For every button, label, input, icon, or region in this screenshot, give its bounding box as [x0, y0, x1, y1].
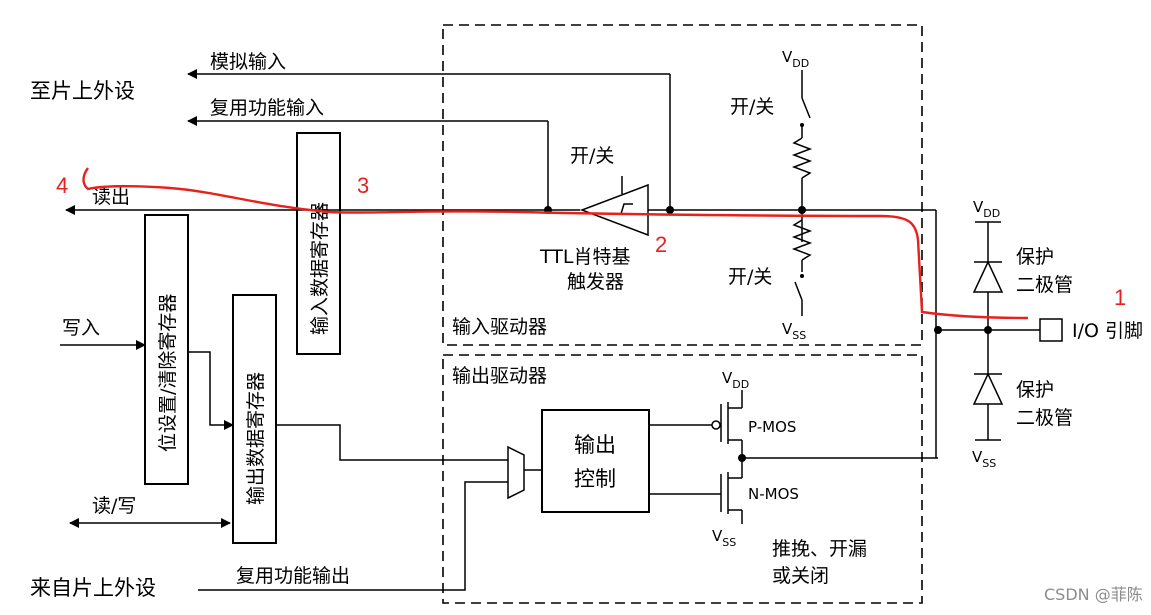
multiplexer: [507, 445, 525, 500]
output-driver-box: [442, 354, 923, 604]
switch-contact: [800, 274, 804, 278]
odr-to-mux-line: [276, 424, 508, 461]
io-pin-box: [1039, 318, 1063, 342]
pullup-resistor: [791, 137, 813, 179]
ttl-trigger-label-2: 触发器: [567, 271, 624, 293]
protect-upper-label-2: 二极管: [1016, 274, 1073, 296]
analog-input-label: 模拟输入: [210, 51, 286, 73]
junction-dot: [666, 206, 674, 214]
output-data-register-label: 输出数据寄存器: [245, 372, 267, 505]
ttl-trigger-label-1: TTL肖特基: [539, 246, 630, 268]
vdd-pmos-label: VDD: [722, 369, 749, 391]
pulldown-on-off-label: 开/关: [728, 266, 772, 288]
watermark: CSDN @菲陈: [1044, 585, 1143, 604]
output-control-block: [541, 409, 650, 513]
pullup-switch: [801, 97, 811, 119]
pulldown-switch: [794, 281, 803, 301]
bsrr-to-odr-line: [188, 351, 234, 430]
vss-protect-label: VSS: [972, 448, 996, 470]
pmos-gate-bubble: [711, 420, 721, 430]
to-peripheral-label: 至片上外设: [30, 79, 135, 103]
vdd-pullup-label: VDD: [782, 48, 809, 70]
input-driver-box: [442, 24, 923, 346]
annotation-3: 3: [357, 173, 369, 198]
output-control-label-2: 控制: [574, 467, 616, 491]
red-signal-path: [82, 167, 1029, 320]
read-label: 读出: [92, 186, 130, 208]
output-control-label-1: 输出: [574, 433, 616, 457]
output-data-register: [232, 294, 277, 544]
from-peripheral-label: 来自片上外设: [30, 576, 156, 600]
lower-diode: [972, 372, 1004, 405]
vdd-protect-label: VDD: [973, 198, 1000, 220]
bit-set-reset-register-label: 位设置/清除寄存器: [157, 294, 179, 452]
schmitt-trigger: [579, 183, 649, 237]
annotation-1: 1: [1114, 285, 1126, 310]
mode-label-1: 推挽、开漏: [772, 538, 867, 560]
mode-label-2: 或关闭: [772, 565, 829, 587]
hysteresis-icon: [612, 203, 633, 215]
input-data-register-label: 输入数据寄存器: [309, 202, 331, 335]
pullup-on-off-label: 开/关: [730, 96, 774, 118]
vss-pulldown-label: VSS: [782, 320, 806, 342]
write-label: 写入: [62, 317, 100, 339]
input-driver-label: 输入驱动器: [452, 316, 547, 338]
read-write-label: 读/写: [92, 495, 136, 517]
protect-upper-label-1: 保护: [1016, 246, 1054, 268]
trigger-on-off-label: 开/关: [570, 145, 614, 167]
output-driver-label: 输出驱动器: [452, 365, 547, 387]
pulldown-resistor: [791, 219, 813, 261]
vss-nmos-label: VSS: [712, 527, 736, 549]
nmos-label: N-MOS: [748, 485, 799, 503]
upper-diode: [972, 260, 1004, 293]
protect-lower-label-1: 保护: [1016, 379, 1054, 401]
io-pin-label: I/O 引脚: [1072, 320, 1143, 342]
protect-lower-label-2: 二极管: [1016, 407, 1073, 429]
annotation-4: 4: [56, 173, 68, 198]
annotation-2: 2: [655, 232, 667, 257]
alt-func-output-line: [198, 481, 508, 591]
input-data-register: [296, 132, 341, 355]
alt-func-input-label: 复用功能输入: [210, 97, 324, 119]
alt-func-output-label: 复用功能输出: [236, 565, 350, 587]
pmos-label: P-MOS: [748, 418, 796, 436]
